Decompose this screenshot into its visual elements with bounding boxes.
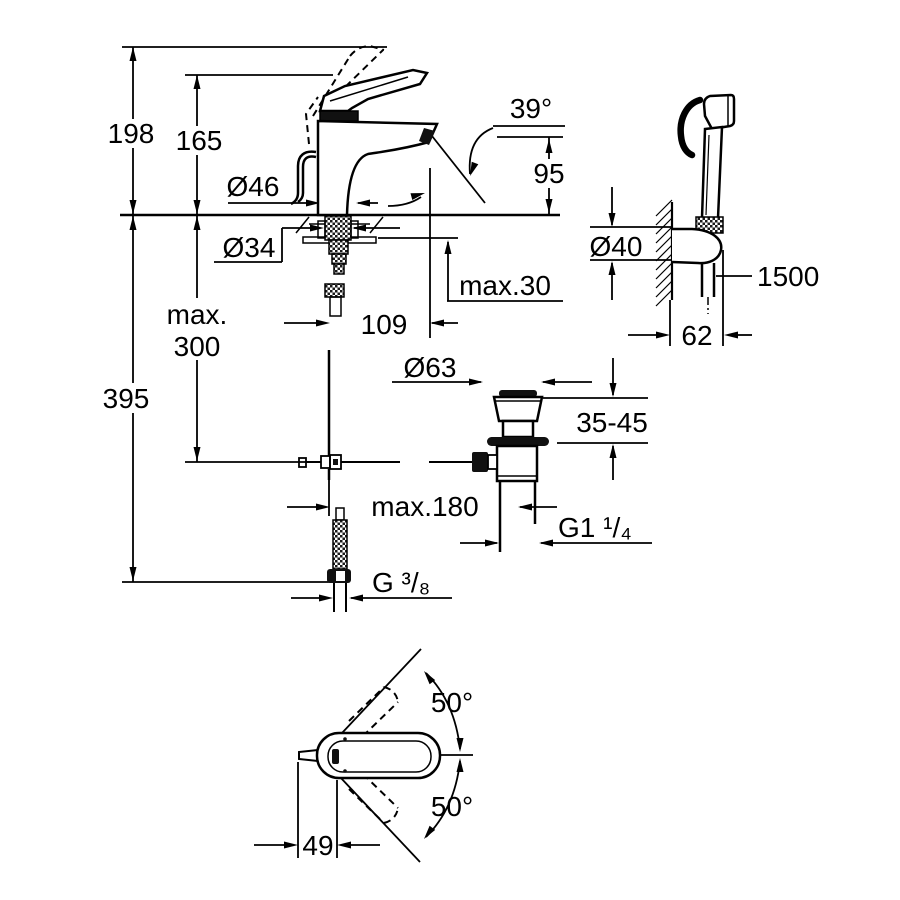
dim-overall-height: 198 xyxy=(108,118,155,149)
dim-shank-diameter: Ø34 xyxy=(223,232,276,263)
dimension-arrowheads xyxy=(129,47,738,849)
dim-holder-projection: 62 xyxy=(681,320,712,351)
dim-base-diameter: Ø46 xyxy=(227,171,280,202)
dim-max-deck-thickness: max.30 xyxy=(459,270,551,301)
dim-lever-offset: 49 xyxy=(302,830,333,861)
dim-waste-diameter: Ø63 xyxy=(404,352,457,383)
dim-waste-height-range: 35-45 xyxy=(576,407,648,438)
label-backgrounds xyxy=(101,119,568,413)
dim-lever-swing-up: 50° xyxy=(431,687,473,718)
dim-hose-length: 1500 xyxy=(757,261,819,292)
dim-supply-thread: G ³/₈ xyxy=(372,567,430,598)
hand-shower-view xyxy=(655,93,736,314)
dim-lever-swing-down: 50° xyxy=(431,791,473,822)
dim-rod-horizontal-max: max.180 xyxy=(371,491,478,522)
dimension-labels: 198 165 Ø46 Ø34 39° 95 max.30 109 max. 3… xyxy=(103,93,820,861)
lever-top-view xyxy=(298,686,442,824)
dim-rod-max-line2: 300 xyxy=(174,331,221,362)
dim-spout-reach: 109 xyxy=(361,309,408,340)
dim-overall-depth: 395 xyxy=(103,383,150,414)
dim-spout-angle: 39° xyxy=(510,93,552,124)
dim-holder-diameter: Ø40 xyxy=(590,231,643,262)
pop-up-waste-view xyxy=(298,350,549,612)
faucet-side-view xyxy=(290,44,439,317)
dim-body-height: 165 xyxy=(176,125,223,156)
dim-spout-outlet-height: 95 xyxy=(533,158,564,189)
dim-waste-thread: G1 ¹/₄ xyxy=(558,512,632,543)
dimension-lines xyxy=(120,46,752,863)
dim-rod-max-line1: max. xyxy=(167,299,228,330)
